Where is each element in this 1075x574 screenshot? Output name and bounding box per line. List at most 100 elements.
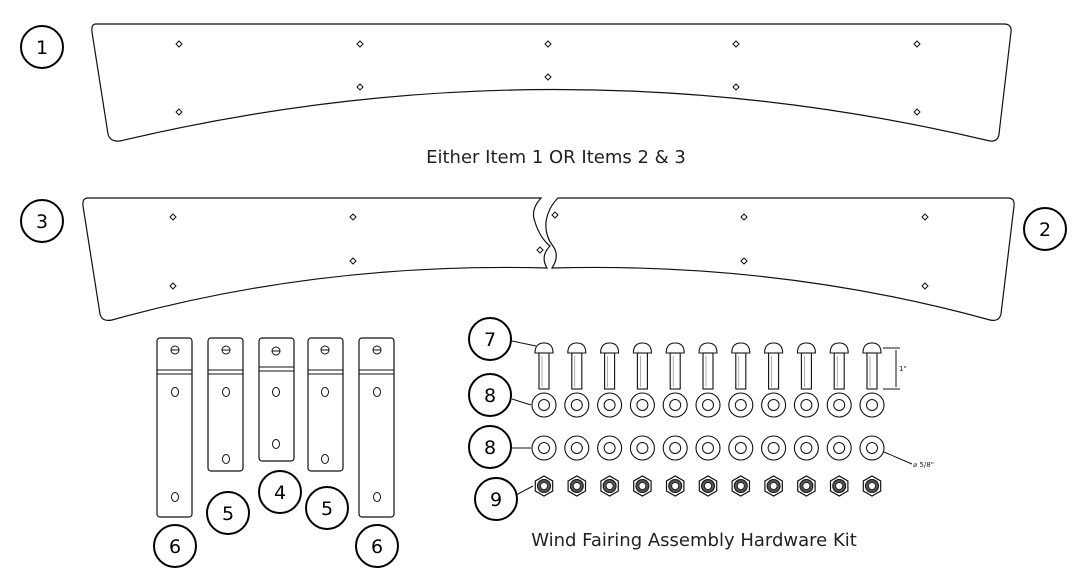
balloon-label: 3 — [36, 211, 48, 233]
fairing-one-piece-holes — [175, 40, 921, 116]
mounting-hole — [175, 108, 183, 116]
washer-diameter-label: ⌀ 5/8" — [913, 461, 934, 469]
bracket-6-right-body — [358, 337, 395, 518]
button-head-bolt — [600, 342, 620, 390]
washer-row-bottom — [531, 435, 885, 461]
bracket-hole — [321, 387, 329, 397]
mounting-hole — [175, 40, 183, 48]
fairing-right-half — [545, 197, 1015, 321]
hex-nut — [534, 475, 554, 497]
bracket-5-left — [207, 337, 244, 472]
bracket-hole — [373, 387, 381, 397]
balloon-label: 6 — [169, 536, 181, 558]
flat-washer — [662, 392, 688, 418]
balloon-item-8-bottom: 8 — [468, 425, 512, 469]
fairing-right-half-outline — [545, 197, 1015, 321]
bracket-hole — [222, 387, 230, 397]
mounting-hole — [913, 108, 921, 116]
bracket-6-right — [358, 337, 395, 518]
flat-washer — [629, 435, 655, 461]
mounting-hole — [169, 213, 177, 221]
fairing-left-half — [82, 197, 551, 321]
balloon-item-5-right: 5 — [305, 486, 349, 530]
button-head-bolt — [829, 342, 849, 390]
balloon-item-6-left: 6 — [153, 524, 197, 568]
mounting-hole — [356, 83, 364, 91]
bracket-4-body — [258, 337, 295, 462]
balloon-item-8-top: 8 — [468, 373, 512, 417]
bracket-hole — [272, 439, 280, 449]
mounting-hole — [551, 211, 559, 219]
mounting-hole — [349, 257, 357, 265]
flat-washer — [859, 435, 885, 461]
bracket-hole — [171, 387, 179, 397]
mounting-hole — [740, 213, 748, 221]
bracket-6-left-body — [156, 337, 193, 518]
mounting-hole — [732, 40, 740, 48]
washer-diameter-dimension: ⌀ 5/8" — [883, 451, 934, 469]
button-head-bolt — [764, 342, 784, 390]
either-or-caption: Either Item 1 OR Items 2 & 3 — [426, 147, 686, 168]
bracket-hole — [272, 387, 280, 397]
balloon-label: 5 — [222, 503, 234, 525]
leader-line — [511, 398, 532, 406]
mounting-hole — [732, 83, 740, 91]
balloon-item-9: 9 — [474, 477, 518, 521]
flat-washer — [761, 392, 787, 418]
mounting-hole — [349, 213, 357, 221]
flat-washer — [728, 435, 754, 461]
hex-nut — [698, 475, 718, 497]
hardware-kit-caption: Wind Fairing Assembly Hardware Kit — [531, 530, 857, 551]
bracket-5-left-body — [207, 337, 244, 472]
flat-washer — [793, 392, 819, 418]
balloon-item-7: 7 — [468, 317, 512, 361]
hex-nut — [829, 475, 849, 497]
mounting-hole — [544, 40, 552, 48]
button-head-bolt — [731, 342, 751, 390]
button-head-bolt — [665, 342, 685, 390]
bolt-length-label: 1" — [899, 365, 907, 373]
bracket-6-left — [156, 337, 193, 518]
leader-line — [883, 451, 913, 465]
balloon-label: 7 — [484, 329, 496, 351]
mounting-hole — [913, 40, 921, 48]
mounting-hole — [356, 40, 364, 48]
flat-washer — [597, 392, 623, 418]
button-head-bolt — [698, 342, 718, 390]
flat-washer — [826, 435, 852, 461]
bolt-row — [534, 342, 882, 390]
button-head-bolt — [862, 342, 882, 390]
fairing-one-piece — [91, 23, 1012, 142]
flat-washer — [859, 392, 885, 418]
balloon-label: 2 — [1039, 219, 1051, 241]
hex-nut — [633, 475, 652, 497]
hex-nut — [665, 475, 685, 497]
bracket-hole — [321, 454, 329, 464]
hex-nut — [797, 475, 816, 497]
flat-washer — [564, 392, 590, 418]
flat-washer — [793, 435, 819, 461]
balloon-label: 9 — [490, 489, 502, 511]
mounting-hole — [921, 282, 929, 290]
bracket-hole — [373, 492, 381, 502]
hex-nut — [567, 475, 587, 497]
button-head-bolt — [567, 342, 587, 390]
balloon-label: 1 — [36, 37, 48, 59]
flat-washer — [761, 435, 787, 461]
bracket-5-right-body — [307, 337, 344, 472]
bracket-5-right — [307, 337, 344, 472]
bracket-hole — [171, 492, 179, 502]
balloon-item-5-left: 5 — [206, 491, 250, 535]
flat-washer — [531, 435, 557, 461]
hex-nut — [731, 475, 751, 497]
bracket-4 — [258, 337, 295, 462]
balloon-label: 4 — [274, 482, 286, 504]
balloon-label: 8 — [484, 385, 496, 407]
button-head-bolt — [632, 342, 652, 390]
flat-washer — [826, 392, 852, 418]
button-head-bolt — [534, 342, 554, 390]
balloon-item-3: 3 — [20, 199, 64, 243]
fairing-one-piece-outline — [91, 23, 1012, 142]
